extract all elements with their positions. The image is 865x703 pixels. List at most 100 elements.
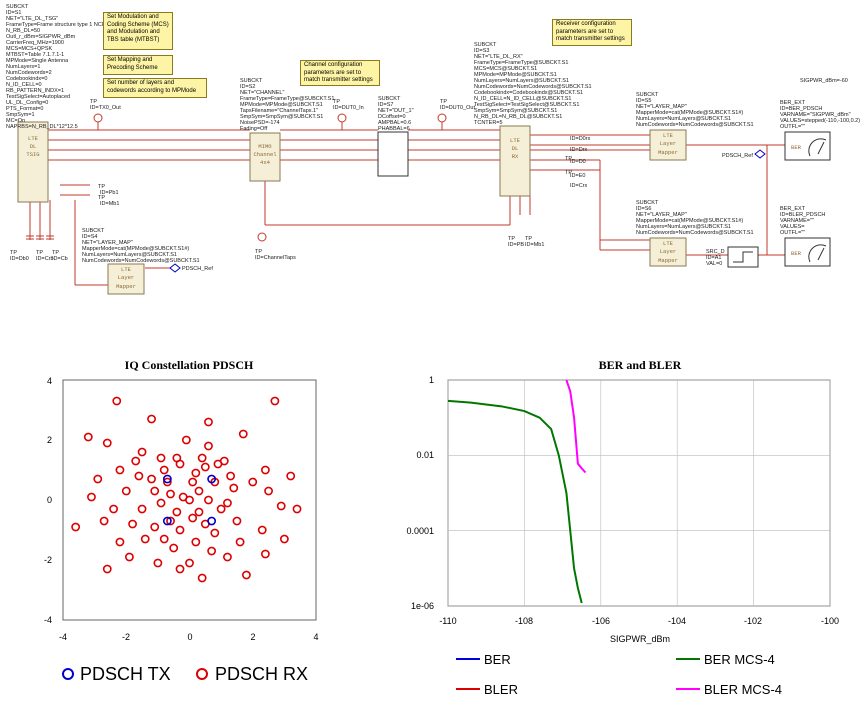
pdsch-ref-label: PDSCH_Ref (722, 153, 753, 159)
svg-text:Fading=Off: Fading=Off (240, 126, 268, 132)
rx-point (226, 471, 236, 481)
step-source-icon[interactable] (727, 246, 759, 268)
rx-point (150, 486, 160, 496)
testpoint-icon[interactable] (437, 113, 447, 130)
ber-bler-chart[interactable]: BER and BLER 1 0.01 0.0001 1e-06 -110 -1… (400, 352, 860, 703)
testpoint-icon[interactable] (93, 113, 103, 130)
rx-point (188, 513, 198, 523)
rx-params: SUBCKT ID=S3 NET="LTE_DL_RX" FrameType=F… (474, 42, 592, 126)
port-diamond-icon[interactable] (754, 149, 766, 159)
layer-mapper-block-1[interactable]: LTE Layer Mapper (107, 263, 145, 295)
rx-point (197, 453, 207, 463)
rx-point (286, 471, 296, 481)
ber-meter-block-2[interactable]: BER (784, 237, 831, 267)
capacitor-icon[interactable] (26, 235, 54, 240)
lte-dl-tsig-block[interactable]: LTE DL TSIG (17, 121, 49, 203)
svg-text:NET="LAYER_MAP": NET="LAYER_MAP" (636, 212, 687, 218)
rx-point (172, 507, 182, 517)
x-tick-labels: -110 -108 -106 -104 -102 -100 (439, 616, 839, 626)
lte-dl-rx-block[interactable]: LTE DL RX (499, 125, 531, 197)
svg-text:LTE: LTE (663, 240, 674, 247)
testpoint-icon[interactable] (257, 232, 267, 242)
svg-text:Codebookindx=Codebookindx@SUBC: Codebookindx=Codebookindx@SUBCKT.S1 (474, 90, 583, 96)
svg-text:TP: TP (565, 170, 572, 176)
svg-text:VARNAME="SIGPWR_dBm": VARNAME="SIGPWR_dBm" (780, 112, 851, 118)
rx-point (223, 552, 232, 562)
note-receiver[interactable]: Receiver configuration parameters are se… (552, 19, 632, 46)
y-tick-label: -4 (44, 615, 52, 625)
rx-point (229, 483, 239, 493)
svg-text:TCNTER=5: TCNTER=5 (474, 120, 503, 126)
svg-text:ID=S4: ID=S4 (82, 234, 97, 240)
tx-param: SmpSym=1 (6, 112, 35, 118)
svg-text:NumLayers=NumLayers@SUBCKT.S1: NumLayers=NumLayers@SUBCKT.S1 (82, 252, 177, 258)
testpoint-icon[interactable] (337, 113, 347, 130)
svg-text:VALUES=stepped(-110,-100,0.2): VALUES=stepped(-110,-100,0.2) (780, 118, 860, 124)
ber-meter-block-1[interactable]: BER (784, 131, 831, 161)
rx-point (159, 465, 169, 475)
rx-point (276, 501, 286, 511)
legend-marker-rx (196, 668, 208, 680)
rx-point (238, 429, 248, 439)
svg-text:SUBCKT: SUBCKT (378, 96, 401, 102)
svg-text:TapsFilename="ChannelTaps.1": TapsFilename="ChannelTaps.1" (240, 108, 318, 114)
rx-point (185, 558, 194, 568)
legend-ber: BER (484, 652, 511, 667)
y-tick-label: 2 (47, 435, 52, 445)
svg-text:SUBCKT: SUBCKT (474, 42, 497, 48)
port-diamond-icon[interactable] (169, 263, 181, 273)
note-layers[interactable]: Set number of layers and codewords accor… (103, 78, 207, 98)
rx-point (162, 477, 172, 487)
mimo-channel-block[interactable]: MIMO Channel 4x4 (249, 132, 281, 182)
tp-label: ID=DUT0_In (333, 105, 364, 111)
svg-text:TP: TP (52, 250, 59, 256)
rx-point (185, 495, 194, 505)
schematic-canvas[interactable]: LTE DL TSIG SUBCKT ID=S1 NET="LTE_DL_TSG… (0, 0, 865, 345)
svg-text:ID=S5: ID=S5 (636, 98, 651, 104)
tx-param: ID=S1 (6, 10, 21, 16)
legend-bler: BLER (484, 682, 518, 697)
rx-point (102, 564, 112, 574)
svg-text:NET="CHANNEL": NET="CHANNEL" (240, 90, 284, 96)
note-channel[interactable]: Channel configuration parameters are set… (300, 60, 380, 86)
tp-label: ID=Pb1 (100, 190, 119, 196)
tx-point (162, 516, 172, 526)
tx-param: Codebookindx=0 (6, 76, 47, 82)
svg-text:MapperMode=cat(MPMode@SUBCKT.S: MapperMode=cat(MPMode@SUBCKT.S1#) (636, 218, 743, 224)
rx-point (128, 519, 137, 529)
rx-point (83, 432, 93, 442)
svg-text:Mapper: Mapper (116, 283, 136, 290)
svg-text:VALUES=: VALUES= (780, 224, 805, 230)
legend-ber-mcs4: BER MCS-4 (704, 652, 775, 667)
legend-rx: PDSCH RX (215, 664, 308, 684)
x-tick-labels: -4 -2 0 2 4 (59, 632, 319, 642)
dut-block[interactable] (377, 131, 409, 177)
iq-constellation-chart[interactable]: IQ Constellation PDSCH 4 2 0 -2 -4 -4 -2… (0, 352, 340, 703)
rx-point (169, 543, 179, 553)
src-params: SRC_D ID=A1 VAL=0 (706, 249, 725, 267)
x-tick-label: -2 (122, 632, 130, 642)
svg-text:ID=S7: ID=S7 (378, 102, 393, 108)
layer-mapper-block-3[interactable]: LTE Layer Mapper (649, 237, 687, 267)
tx-label-3: TSIG (26, 151, 39, 158)
svg-text:Layer: Layer (118, 274, 135, 281)
tx-param: NumLayers=1 (6, 64, 40, 70)
ber2-params: BER_EXT ID=BLER_PDSCH VARNAME="" VALUES=… (780, 206, 825, 236)
svg-text:AMPBAL=0.6: AMPBAL=0.6 (378, 120, 411, 126)
channel-params: SUBCKT ID=S2 NET="CHANNEL" FrameType=Fra… (240, 78, 334, 132)
note-mcs[interactable]: Set Modulation and Coding Scheme (MCS) a… (103, 12, 173, 50)
svg-text:Channel: Channel (253, 151, 276, 158)
note-mapping[interactable]: Set Mapping and Precoding Scheme (103, 55, 173, 75)
ber-legend: BER BER MCS-4 BLER BLER MCS-4 (456, 652, 782, 697)
rx-point (115, 537, 125, 547)
svg-text:NumCodewords=NumCodewords@SUBC: NumCodewords=NumCodewords@SUBCKT.S1 (636, 230, 754, 236)
y-tick-label: 4 (47, 376, 52, 386)
tx-point (162, 474, 172, 484)
svg-text:ID=Db0: ID=Db0 (10, 256, 29, 262)
y-tick-label: -2 (44, 555, 52, 565)
y-tick-labels: 1 0.01 0.0001 1e-06 (406, 375, 434, 611)
layer-mapper-block-2[interactable]: LTE Layer Mapper (649, 129, 687, 161)
tx-param: CarrierFreq_MHz=1900 (6, 40, 64, 46)
rx-point (204, 495, 213, 505)
svg-text:ID=Cb: ID=Cb (52, 256, 68, 262)
